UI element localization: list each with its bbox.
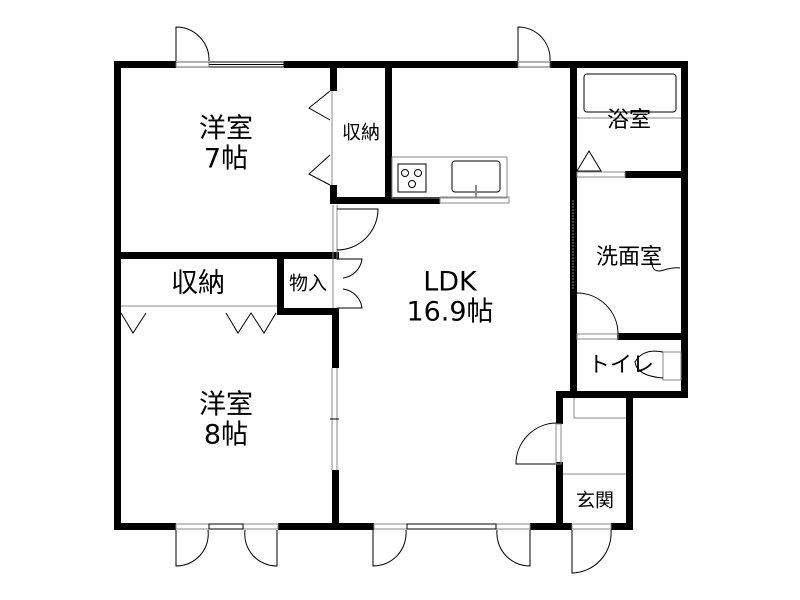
- fixtures: [120, 26, 682, 574]
- room-label-toilet: トイレ: [587, 352, 655, 378]
- room-size: 7帖: [203, 143, 249, 174]
- room-label-western-7: 洋室 7帖: [199, 114, 253, 173]
- room-name: 洋室: [199, 113, 253, 145]
- room-label-closet-2: 収納: [171, 268, 225, 300]
- room-name: LDK: [423, 266, 477, 298]
- room-label-closet-1: 収納: [341, 121, 381, 144]
- walls: [114, 61, 688, 530]
- room-size: 8帖: [203, 419, 249, 450]
- room-name: 洋室: [199, 389, 253, 421]
- room-label-storage: 物入: [288, 272, 328, 295]
- room-label-ldk: LDK 16.9帖: [406, 267, 493, 326]
- room-label-washroom: 洗面室: [595, 244, 663, 270]
- room-label-western-8: 洋室 8帖: [199, 390, 253, 449]
- room-label-bathroom: 浴室: [606, 107, 652, 133]
- room-label-entrance: 玄関: [575, 489, 615, 512]
- room-size: 16.9帖: [406, 296, 494, 327]
